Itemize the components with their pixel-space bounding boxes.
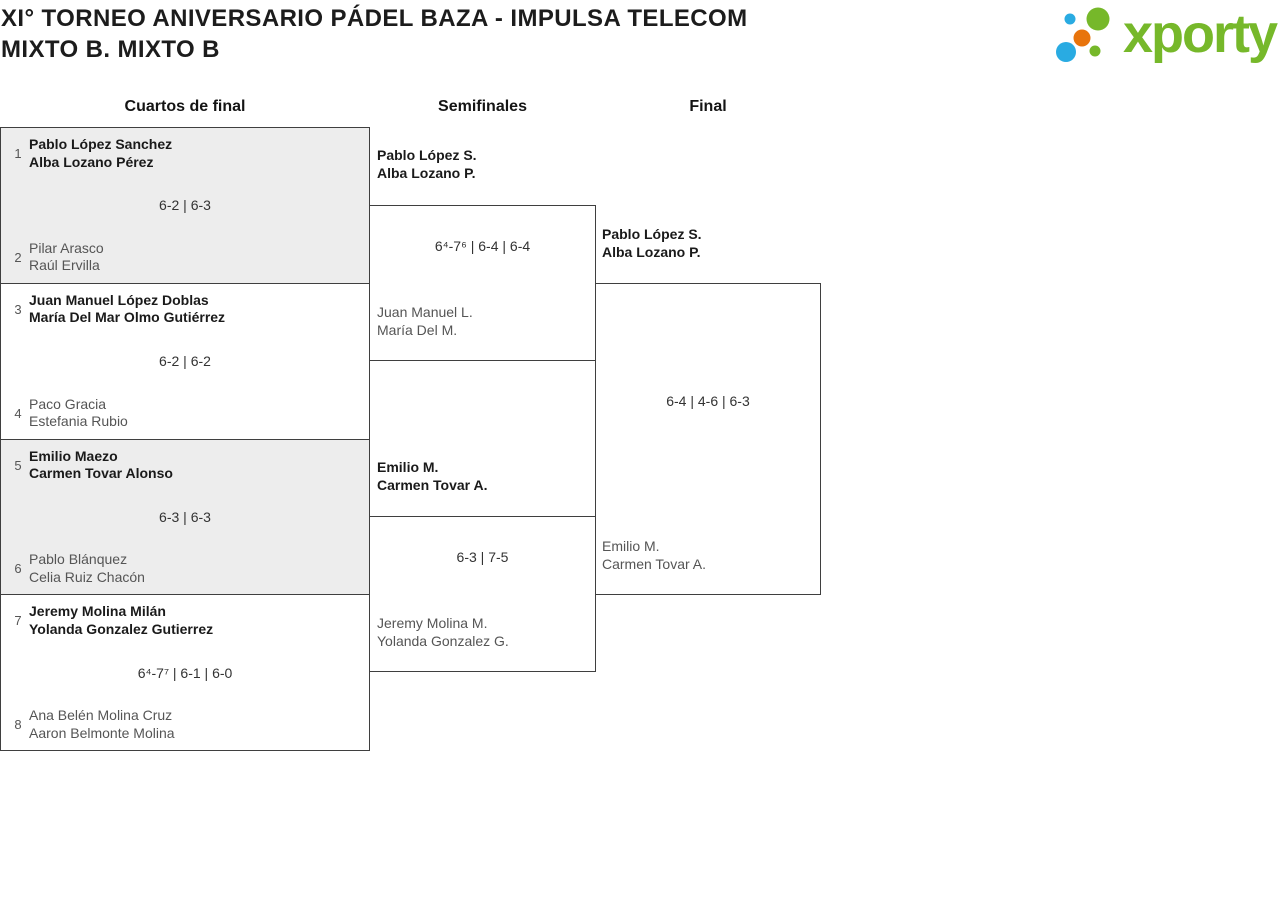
seed-number: 4 xyxy=(14,405,22,421)
round-header-quarterfinals: Cuartos de final xyxy=(124,98,246,115)
page-title: XI° TORNEO ANIVERSARIO PÁDEL BAZA - IMPU… xyxy=(1,3,747,65)
player-name: Pablo López Sanchez xyxy=(29,136,173,152)
qf2-top-team: 3 Juan Manuel López Doblas María Del Mar… xyxy=(1,292,369,327)
player-name: Pablo López S. xyxy=(377,147,477,163)
qf1-bottom-team: 2 Pilar Arasco Raúl Ervilla xyxy=(1,240,369,275)
player-name: Emilio M. xyxy=(377,459,439,475)
player-name: Carmen Tovar Alonso xyxy=(29,465,173,481)
player-name: Alba Lozano P. xyxy=(377,164,476,181)
final-bottom-team: Emilio M. Carmen Tovar A. xyxy=(602,538,706,573)
player-name: Estefania Rubio xyxy=(29,413,128,429)
match-score: 6-2 | 6-3 xyxy=(159,197,211,214)
player-name: Jeremy Molina M. xyxy=(377,615,488,631)
player-name: Raúl Ervilla xyxy=(29,257,100,274)
player-name: Emilio Maezo xyxy=(29,447,118,464)
player-name: Ana Belén Molina Cruz xyxy=(29,707,173,723)
quarterfinals-column: 1 Pablo López Sanchez Alba Lozano Pérez … xyxy=(0,127,370,751)
xporty-dots-icon xyxy=(1055,7,1110,62)
semifinal-2-score: 6-3 | 7-5 xyxy=(456,549,509,565)
player-name: Yolanda Gonzalez Gutierrez xyxy=(29,620,214,637)
player-name: Jeremy Molina Milán xyxy=(29,603,166,620)
seed-number: 7 xyxy=(14,613,22,629)
match-score: 6-2 | 6-2 xyxy=(159,353,211,370)
qf3-top-team: 5 Emilio Maezo Carmen Tovar Alonso xyxy=(1,448,369,483)
player-name: Yolanda Gonzalez G. xyxy=(377,632,509,649)
semifinal-2-bottom-team: Jeremy Molina M. Yolanda Gonzalez G. xyxy=(377,615,509,650)
player-name: Pablo Blánquez xyxy=(29,551,128,568)
player-name: Alba Lozano P. xyxy=(602,243,701,260)
player-name: Carmen Tovar A. xyxy=(377,476,488,493)
xporty-logo-text: xporty xyxy=(1122,4,1278,64)
player-name: Juan Manuel L. xyxy=(377,304,473,320)
match-score: 6⁴-7⁷ | 6-1 | 6-0 xyxy=(137,664,233,681)
final-score: 6-4 | 4-6 | 6-3 xyxy=(666,393,750,409)
player-name: Aaron Belmonte Molina xyxy=(29,724,175,741)
page-title-line1: XI° TORNEO ANIVERSARIO PÁDEL BAZA - IMPU… xyxy=(1,5,748,32)
player-name: María Del M. xyxy=(377,321,458,338)
player-name: Celia Ruiz Chacón xyxy=(29,568,145,585)
player-name: Paco Gracia xyxy=(29,395,107,412)
match-quarterfinal-1: 1 Pablo López Sanchez Alba Lozano Pérez … xyxy=(1,128,369,283)
qf3-bottom-team: 6 Pablo Blánquez Celia Ruiz Chacón xyxy=(1,551,369,586)
xporty-logo[interactable]: xporty xyxy=(1053,4,1278,64)
round-header-semifinals: Semifinales xyxy=(438,98,527,115)
match-quarterfinal-3: 5 Emilio Maezo Carmen Tovar Alonso 6-3 |… xyxy=(1,438,369,595)
final-top-team: Pablo López S. Alba Lozano P. xyxy=(602,226,702,261)
match-score: 6-3 | 6-3 xyxy=(159,508,211,525)
seed-number: 3 xyxy=(14,301,22,317)
player-name: Juan Manuel López Doblas xyxy=(29,291,209,308)
qf2-bottom-team: 4 Paco Gracia Estefania Rubio xyxy=(1,396,369,431)
player-name: Emilio M. xyxy=(602,538,660,554)
match-quarterfinal-2: 3 Juan Manuel López Doblas María Del Mar… xyxy=(1,282,369,439)
semifinal-1-score: 6⁴-7⁶ | 6-4 | 6-4 xyxy=(434,238,531,254)
qf4-bottom-team: 8 Ana Belén Molina Cruz Aaron Belmonte M… xyxy=(1,707,369,742)
round-header-final: Final xyxy=(689,98,727,115)
player-name: Pablo López S. xyxy=(602,226,702,242)
semifinal-2-top-team: Emilio M. Carmen Tovar A. xyxy=(377,459,487,494)
qf1-top-team: 1 Pablo López Sanchez Alba Lozano Pérez xyxy=(1,136,369,171)
match-final-box xyxy=(595,283,821,595)
player-name: Carmen Tovar A. xyxy=(602,555,707,572)
semifinal-1-bottom-team: Juan Manuel L. María Del M. xyxy=(377,304,473,339)
player-name: Pilar Arasco xyxy=(29,239,104,256)
player-name: María Del Mar Olmo Gutiérrez xyxy=(29,309,226,326)
page-title-line2: MIXTO B. MIXTO B xyxy=(1,36,220,63)
semifinal-1-top-team: Pablo López S. Alba Lozano P. xyxy=(377,147,477,182)
seed-number: 1 xyxy=(14,146,22,161)
qf4-top-team: 7 Jeremy Molina Milán Yolanda Gonzalez G… xyxy=(1,603,369,638)
seed-number: 2 xyxy=(14,249,22,265)
seed-number: 8 xyxy=(14,717,22,732)
player-name: Alba Lozano Pérez xyxy=(29,153,154,170)
match-quarterfinal-4: 7 Jeremy Molina Milán Yolanda Gonzalez G… xyxy=(1,594,369,750)
seed-number: 5 xyxy=(14,457,22,473)
seed-number: 6 xyxy=(14,561,22,577)
